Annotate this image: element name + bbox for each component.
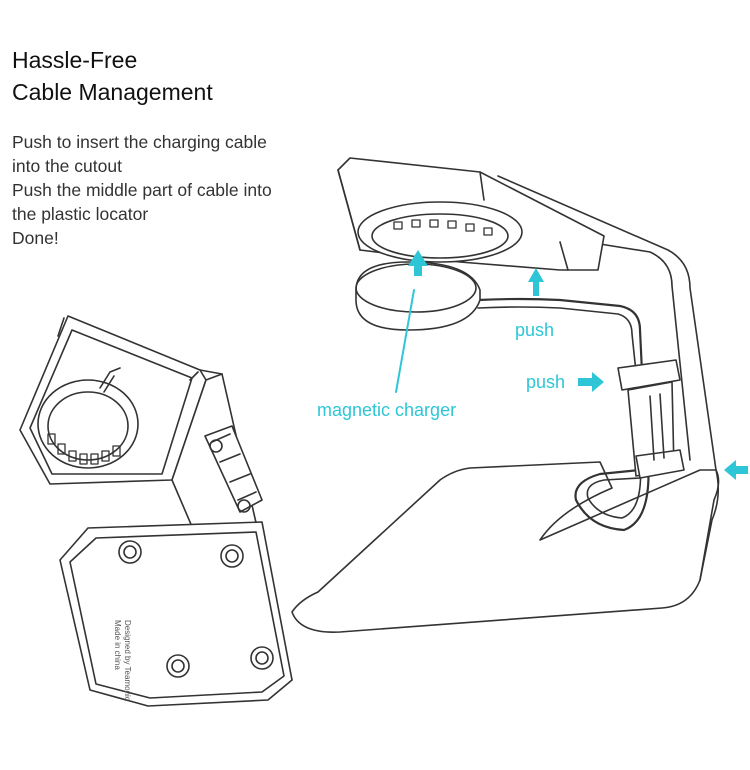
push-label-side: push: [526, 372, 566, 392]
base-stamp-line-2: Made in china: [113, 620, 122, 670]
stand-base-plate: [59, 521, 293, 707]
charging-cable: [476, 297, 650, 532]
stand-upright: [497, 175, 720, 581]
cable-locator-side: [617, 359, 685, 479]
diagram-title: Hassle-Free Cable Management: [12, 44, 213, 108]
cable-locator-bottom: [204, 425, 263, 513]
stand-illustration: [19, 157, 748, 707]
push-up-arrow-left: [408, 250, 428, 276]
magnetic-charger-label: magnetic charger: [317, 400, 457, 420]
base-stamp: Designed by Teamonic Made in china: [112, 620, 132, 770]
push-label-top: push: [515, 320, 555, 340]
cutout-teeth: [47, 433, 121, 465]
instruction-line-1: Push to insert the charging cable: [12, 132, 267, 152]
push-up-arrow-right: [528, 268, 544, 296]
instruction-list: Push to insert the charging cable into t…: [12, 130, 272, 250]
head-cutout-teeth: [393, 219, 493, 236]
title-line-1: Hassle-Free: [12, 47, 138, 73]
title-line-2: Cable Management: [12, 79, 213, 105]
instruction-line-2: into the cutout: [12, 156, 122, 176]
stand-side-view: [291, 157, 720, 633]
charger-ring-bottom: [37, 379, 139, 469]
push-left-arrow: [724, 460, 748, 480]
instruction-line-4: the plastic locator: [12, 204, 149, 224]
push-right-arrow: [578, 372, 604, 392]
instruction-line-3: Push the middle part of cable into: [12, 180, 272, 200]
accent-markers: [408, 250, 748, 480]
instruction-line-5: Done!: [12, 228, 59, 248]
base-stamp-line-1: Designed by Teamonic: [123, 620, 132, 701]
stand-bottom-view: [19, 315, 293, 707]
magnetic-charger-leader: [395, 289, 415, 393]
stand-base: [291, 461, 720, 633]
rubber-feet: [118, 540, 274, 678]
